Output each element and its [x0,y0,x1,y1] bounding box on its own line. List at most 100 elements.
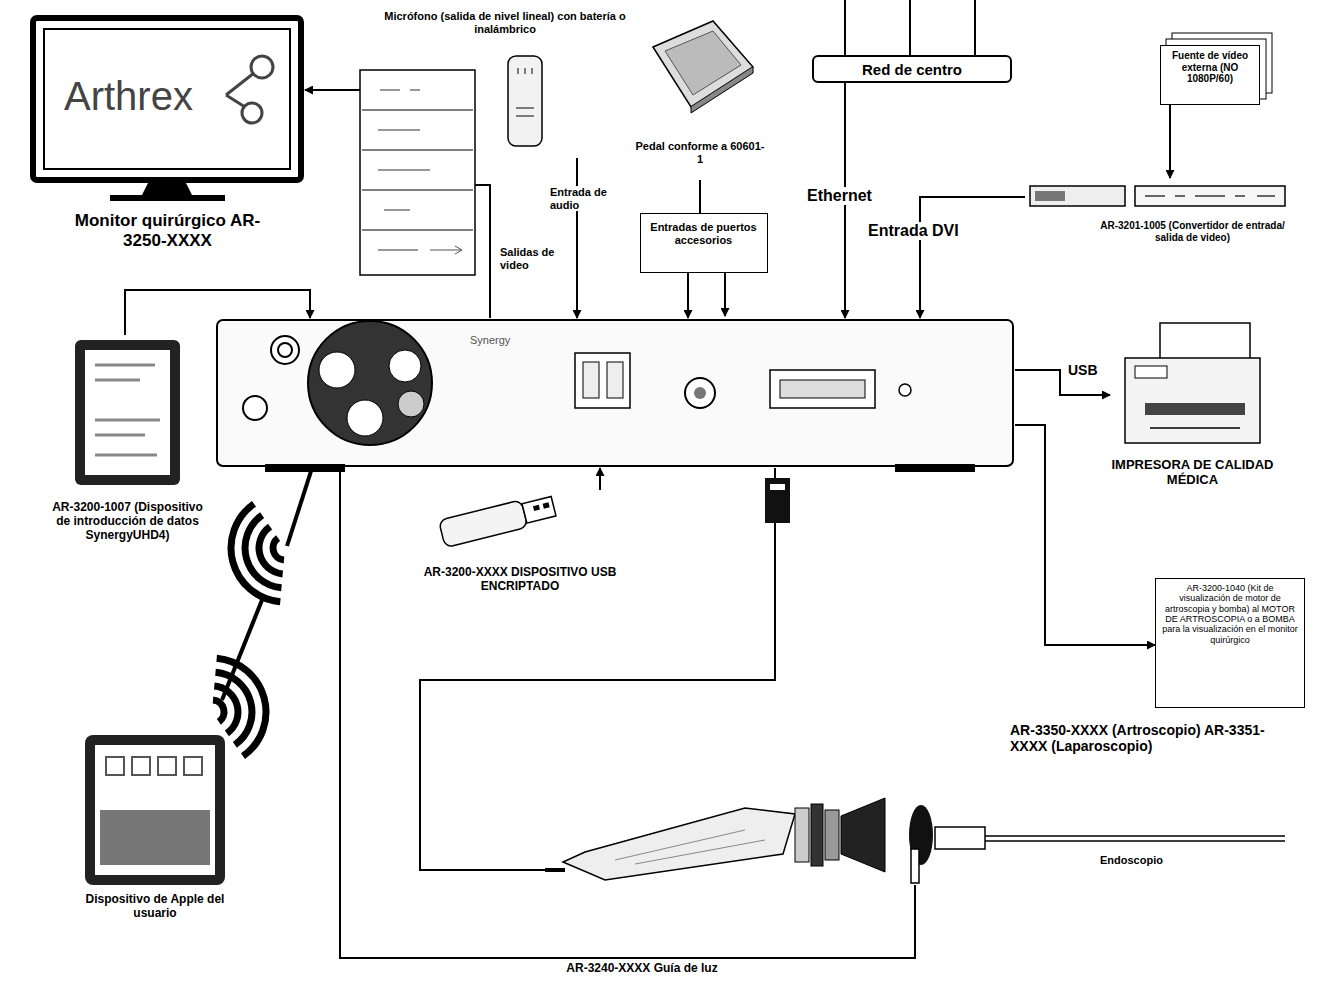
diagram-node: AR-3201-1005 (Convertidor de entrada/ sa… [1025,178,1290,273]
node-text: AR-3200-1007 (Dispositivo de introducció… [45,501,210,542]
connector [420,468,775,870]
drawing-part [1035,191,1065,201]
edge-label: Salidas de video [498,246,564,271]
node-text: Synergy [470,334,550,347]
diagram-node: Synergy [215,318,1015,468]
edge-label: USB [1066,362,1100,378]
drawing-part [583,362,599,398]
drawing-part [694,387,706,399]
drawing-part [70,735,240,970]
drawing-part [243,396,267,420]
drawing-part [226,73,254,107]
diagram-node: ArthrexMonitor quirúrgico AR-3250-XXXX [30,15,305,260]
wireless-arcs [213,504,284,756]
diagram-node: Endoscopio [905,800,1290,885]
drawing-part [319,352,355,388]
drawing-part [1110,318,1275,523]
diagram-node: AR-3350-XXXX (Artroscopio) AR-3351-XXXX … [545,790,905,885]
drawing-part [33,18,301,180]
drawing-part [770,370,875,408]
drawing-part [75,340,180,485]
drawing-part [545,790,905,885]
connector [576,158,578,318]
drawing-part [1135,186,1285,206]
drawing-part [439,493,557,548]
drawing-part [430,246,462,254]
diagram-node: AR-3200-1007 (Dispositivo de introducció… [45,335,210,585]
drawing-part [780,380,865,398]
drawing-part [825,810,839,860]
drawing-part [905,800,1290,885]
drawing-part [398,391,424,417]
drawing-part [85,735,225,885]
drawing-part [259,527,283,574]
node-text: Fuente de vídeo externa (NO 1080P/60) [1164,50,1256,85]
drawing-part [685,378,715,408]
drawing-part [106,757,124,775]
drawing-part [895,464,975,472]
node-text: AR-3201-1005 (Convertidor de entrada/ sa… [1100,220,1285,243]
drawing-part [935,827,985,849]
drawing-part [1150,427,1240,429]
node-text: AR-3350-XXXX (Artroscopio) AR-3351-XXXX … [1010,722,1300,754]
drawing-part [142,183,192,195]
edge-label: Entrada DVI [866,222,961,240]
video-recorder-stack [360,70,475,275]
drawing-part [575,353,630,408]
drawing-part [841,798,885,872]
drawing-part [1135,366,1167,378]
drawing-part [516,68,534,116]
drawing-part [100,810,210,865]
connector [1169,105,1171,178]
connector [699,180,701,213]
diagram-node: Dispositivo de Apple del usuario [70,735,240,970]
drawing-part [215,318,1015,468]
diagram-node: AR-3200-1040 (Kit de visualización de mo… [1155,578,1305,708]
drawing-part [811,804,823,866]
drawing-part [1145,195,1275,197]
drawing-part [251,56,273,78]
network-lines [845,0,975,55]
connector [920,197,1025,318]
node-text: AR-3200-1040 (Kit de visualización de mo… [1160,583,1300,645]
drawing-part [899,384,911,396]
drawing-part [522,497,556,524]
drawing-part [653,21,753,107]
connector [599,468,601,490]
drawing-part [110,195,225,201]
node-text: Dispositivo de Apple del usuario [85,893,225,921]
drawing-part [615,830,765,864]
drawing-part [378,90,430,250]
diagram-node: IMPRESORA DE CALIDAD MÉDICA [1110,318,1275,523]
drawing-part [265,464,345,472]
diagram-node: Micrófono (salida de nivel lineal) con b… [380,8,630,158]
drawing-part [278,343,292,357]
drawing-part [543,502,550,508]
connector [340,468,915,958]
drawing-part [347,400,383,436]
diagram-node: AR-3200-XXXX DISPOSITIVO USB ENCRIPTADO [400,490,640,610]
drawing-part [95,365,160,455]
drawing-part [691,67,753,113]
drawing-part [1145,403,1245,415]
drawing-part [216,672,252,745]
drawing-part [158,757,176,775]
drawing-part [911,849,919,883]
drawing-part [508,56,542,146]
node-text: Red de centro [814,61,1010,78]
diagram-node: Red de centro [812,55,1012,83]
drawing-part [985,836,1285,841]
drawing-part [563,808,795,880]
edge-label: Ethernet [805,187,874,205]
drawing-part [213,700,224,722]
drawing-part [231,504,280,602]
connector [687,273,689,318]
drawing-part [795,808,809,862]
drawing-part [217,320,1013,466]
node-text: Entradas de puertos accesorios [644,221,763,246]
drawing-part [214,686,238,733]
drawing-part [45,335,210,585]
drawing-part [607,362,623,398]
drawing-part [132,757,150,775]
